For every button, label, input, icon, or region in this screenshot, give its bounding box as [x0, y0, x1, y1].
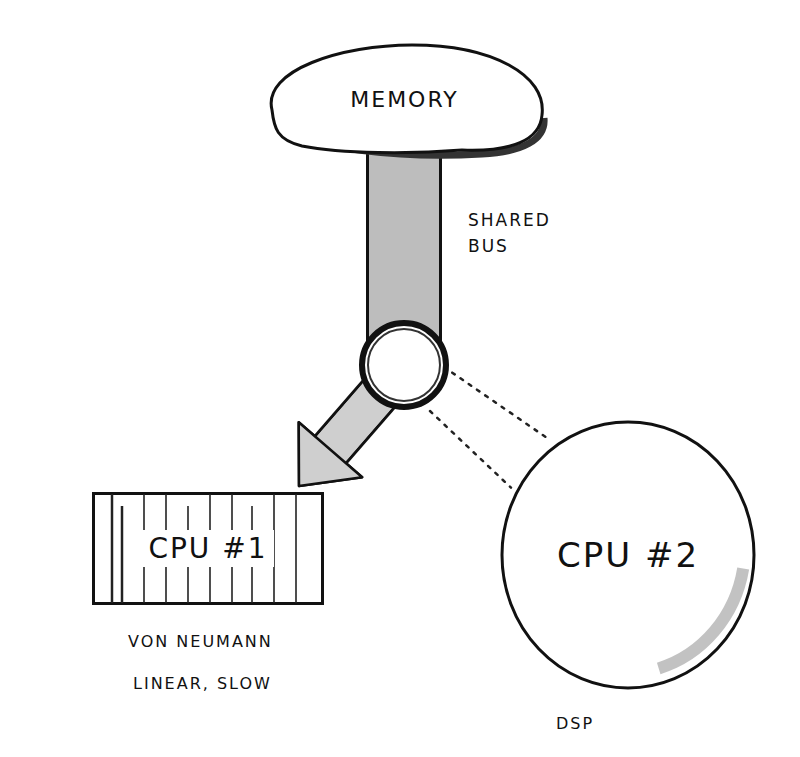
architecture-note: VON NEUMANN	[128, 630, 273, 654]
bus-label: SHARED BUS	[468, 208, 578, 259]
cpu-box: CPU #1	[92, 492, 324, 605]
bus-tap	[404, 146, 551, 488]
node-label: CPU #1	[142, 530, 273, 567]
memory-cap: MEMORY	[262, 40, 547, 158]
bus-arrow	[299, 146, 404, 486]
dsp-circle: CPU #2	[500, 420, 756, 690]
junction-ring-inner	[368, 329, 440, 401]
processor-type: DSP	[556, 712, 594, 736]
node-label: MEMORY	[344, 85, 465, 114]
node-label: CPU #2	[551, 533, 705, 577]
junction-ring	[362, 323, 446, 407]
speed-note: LINEAR, SLOW	[133, 672, 272, 696]
